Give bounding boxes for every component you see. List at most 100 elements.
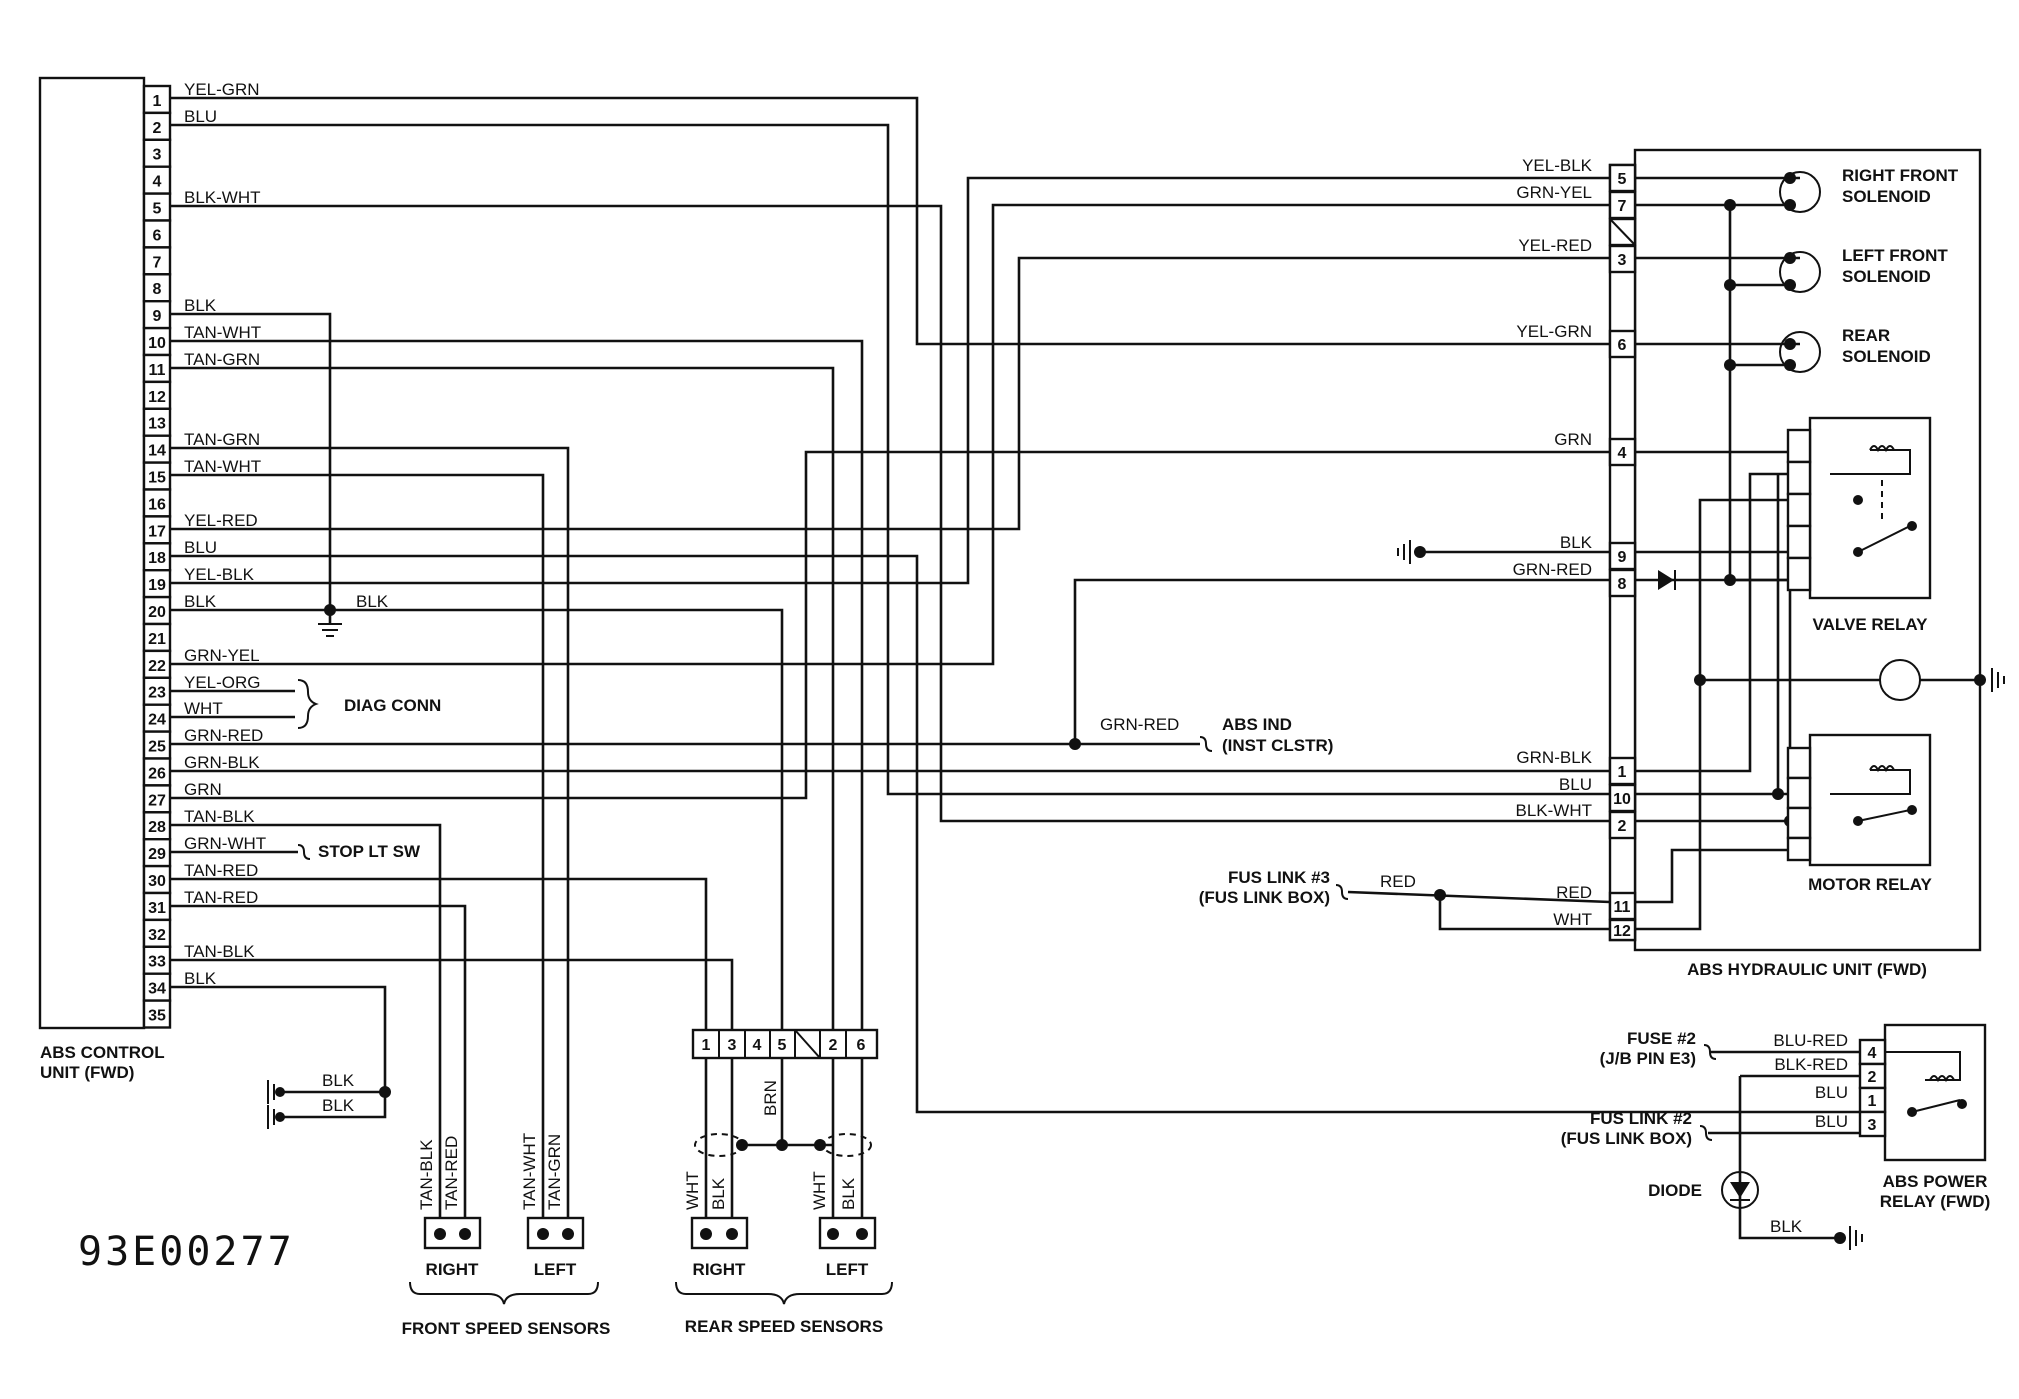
hyd-pin-1: 1 xyxy=(1618,764,1627,781)
ecu-pin-cell xyxy=(142,676,172,706)
wire-grn-pin27 xyxy=(170,450,1610,800)
ecu-pin-number: 27 xyxy=(148,792,166,809)
wire-tan-blk-pin33 xyxy=(170,958,734,1040)
fuse2-squiggle xyxy=(1703,1044,1717,1060)
ecu-pin-number: 20 xyxy=(148,604,166,621)
power-ground-dot xyxy=(1834,1232,1846,1244)
fus-link3-wire xyxy=(1347,890,1611,904)
stop-lt-sw: STOP LT SW xyxy=(297,842,421,861)
hyd-ground-icon xyxy=(1397,540,1411,564)
rear-left-pin-1 xyxy=(827,1228,839,1240)
power-relay-pin-2: 2 xyxy=(1868,1069,1877,1086)
ecu-pin-number: 9 xyxy=(153,308,162,325)
ecu-pin-cell xyxy=(142,515,172,545)
front-left-pin-1 xyxy=(537,1228,549,1240)
ecu-label-line1: ABS CONTROL xyxy=(40,1043,165,1062)
hyd-wire-7: GRN-YEL xyxy=(1516,183,1592,202)
wire-label-ground-blk: BLK xyxy=(356,592,389,611)
diagram-code: 93E00277 xyxy=(78,1229,295,1275)
hyd-wire-4: GRN xyxy=(1554,430,1592,449)
wire-label-pin24: WHT xyxy=(184,699,223,718)
hyd-pin-2: 2 xyxy=(1618,818,1627,835)
rear-speed-sensors: 1 3 4 5 2 6 BRN WHT BLK WHT BLK RIGHT LE… xyxy=(675,1028,893,1336)
fuslink2-squiggle xyxy=(1699,1125,1713,1141)
diag-conn: DIAG CONN xyxy=(297,679,441,729)
wire-blk-pin9 xyxy=(170,312,332,610)
ecu-label-line2: UNIT (FWD) xyxy=(40,1063,134,1082)
int-pin1 xyxy=(1635,472,1810,773)
power-relay-pin-4: 4 xyxy=(1868,1045,1877,1062)
fuslink2-line1: FUS LINK #2 xyxy=(1590,1109,1692,1128)
ecu-pin-number: 5 xyxy=(153,201,162,218)
ecu-pin-number: 13 xyxy=(148,416,166,433)
power-relay-wire-1: BLU xyxy=(1815,1083,1848,1102)
ecu-pin-number: 35 xyxy=(148,1008,166,1025)
diag-conn-label: DIAG CONN xyxy=(344,696,441,715)
ecu-pin-number: 12 xyxy=(148,389,166,406)
rear-right-wire-1: WHT xyxy=(683,1171,702,1210)
solenoid-3-line1: REAR xyxy=(1842,326,1890,345)
ground-lead-2 xyxy=(280,1092,387,1119)
hyd-pin-6: 6 xyxy=(1618,337,1627,354)
wire-label-pin17: YEL-RED xyxy=(184,511,258,530)
abs-hydraulic-unit: 5 7 3 6 4 9 8 1 10 2 11 12 YEL-BLK GRN-Y… xyxy=(1397,148,2005,979)
wire-label-pin31: TAN-RED xyxy=(184,888,258,907)
fus-link3-line2: (FUS LINK BOX) xyxy=(1199,888,1330,907)
int-pin12 xyxy=(1635,498,1810,931)
wire-label-pin14: TAN-GRN xyxy=(184,430,260,449)
ground-end-2 xyxy=(275,1112,285,1122)
rear-right-pin-2 xyxy=(726,1228,738,1240)
hyd-pin-12: 12 xyxy=(1613,923,1631,940)
front-brace xyxy=(409,1281,599,1305)
wire-label-pin28: TAN-BLK xyxy=(184,807,255,826)
front-speed-sensors: TAN-BLK TAN-RED TAN-WHT TAN-GRN RIGHT LE… xyxy=(402,1133,611,1338)
hyd-wire-9: BLK xyxy=(1560,533,1593,552)
stop-lt-sw-label: STOP LT SW xyxy=(318,842,421,861)
hyd-wire-11: RED xyxy=(1556,883,1592,902)
abs-ind-squiggle xyxy=(1199,736,1213,752)
ecu-pin-number: 3 xyxy=(153,147,162,164)
front-left-label: LEFT xyxy=(534,1260,577,1279)
fuse2-line2: (J/B PIN E3) xyxy=(1600,1049,1696,1068)
wire-label-pin27: GRN xyxy=(184,780,222,799)
ecu-pin-number: 32 xyxy=(148,927,166,944)
rear-shield-dot-2 xyxy=(776,1139,788,1151)
stop-lt-sw-squiggle xyxy=(297,844,311,860)
hyd-pin-10: 10 xyxy=(1613,791,1631,808)
hyd-ground-dot xyxy=(1414,546,1426,558)
abs-ind-line1: ABS IND xyxy=(1222,715,1292,734)
rear-conn-pin-1: 1 xyxy=(702,1037,711,1054)
rear-sensors-title: REAR SPEED SENSORS xyxy=(685,1317,883,1336)
diode-icon xyxy=(1721,1171,1759,1209)
wire-label-pin5: BLK-WHT xyxy=(184,188,261,207)
wire-blk-pin34 xyxy=(170,985,387,1092)
hyd-pin-5: 5 xyxy=(1618,171,1627,188)
hyd-wire-3: YEL-RED xyxy=(1518,236,1592,255)
front-right-wire-1: TAN-BLK xyxy=(417,1139,436,1210)
hydraulic-unit-label: ABS HYDRAULIC UNIT (FWD) xyxy=(1687,960,1927,979)
ecu-pin-number: 30 xyxy=(148,873,166,890)
ecu-pin-number: 6 xyxy=(153,227,162,244)
fuse2-line1: FUSE #2 xyxy=(1627,1029,1696,1048)
hyd-pin-cells xyxy=(1608,163,1637,942)
ecu-pin-number: 31 xyxy=(148,900,166,917)
hyd-pin-7: 7 xyxy=(1618,198,1627,215)
ecu-pin-cell xyxy=(142,273,172,303)
valve-relay-label: VALVE RELAY xyxy=(1813,615,1929,634)
diode-label: DIODE xyxy=(1648,1181,1702,1200)
wire-label-pin10: TAN-WHT xyxy=(184,323,261,342)
ecu-pin-number: 34 xyxy=(148,981,166,998)
rear-left-wire-1: WHT xyxy=(810,1171,829,1210)
solenoid-left-front xyxy=(1779,251,1821,293)
fus-link3-squiggle xyxy=(1335,884,1349,900)
pump-motor xyxy=(1879,659,1921,701)
solenoid-1-line1: RIGHT FRONT xyxy=(1842,166,1959,185)
wire-yel-red xyxy=(170,256,1610,531)
power-relay-pin-3: 3 xyxy=(1868,1117,1877,1134)
ecu-pin-number: 16 xyxy=(148,496,166,513)
ecu-pin-number: 19 xyxy=(148,577,166,594)
wire-grn-yel xyxy=(170,203,1610,666)
wire-tan-red-pin31 xyxy=(170,904,467,1234)
front-left-pin-2 xyxy=(562,1228,574,1240)
